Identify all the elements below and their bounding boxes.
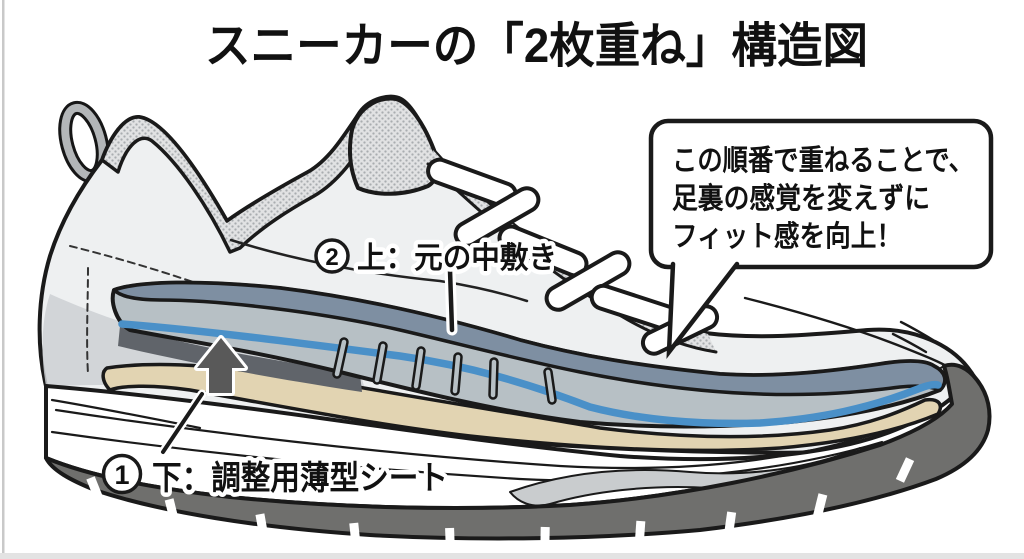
toe-seam-lines [743, 296, 952, 370]
sneaker-illustration [37, 94, 992, 553]
adjustment-sheet [101, 362, 943, 453]
label-bottom-sheet-text: 下：調整用薄型シート [152, 459, 448, 496]
quarter-seam-line [229, 238, 529, 303]
label-bottom-sheet-number: 1 [114, 460, 129, 490]
speech-bubble-tail-outline [666, 261, 740, 360]
speech-bubble: この順番で重ねることで、 足裏の感覚を変えずに フィット感を向上！ [648, 118, 994, 360]
label-bottom-sheet-circle [101, 453, 143, 495]
label-top-insole: 2 上：元の中敷き [314, 238, 562, 280]
label-top-insole-text: 上：元の中敷き [357, 242, 557, 275]
bubble-line-2: 足裏の感覚を変えずに [672, 181, 930, 215]
label-bottom-sheet: 1 下：調整用薄型シート [101, 453, 453, 501]
leader-line-bottom-sheet [158, 389, 207, 457]
bubble-line-3: フィット感を向上！ [672, 220, 902, 253]
leader-line-top-insole [444, 264, 458, 336]
insole-top-surface [112, 280, 947, 397]
speech-bubble-box [648, 118, 994, 270]
bubble-line-1: この順番で重ねることで、 [672, 144, 974, 177]
stack-up-arrow [194, 335, 248, 396]
label-top-insole-circle [314, 238, 350, 274]
insole-flex-slits [332, 337, 557, 405]
label-top-insole-number: 2 [325, 244, 338, 271]
insole-blue-trim [118, 320, 942, 428]
outsole [44, 362, 992, 541]
page-title: スニーカーの「2枚重ね」構造図 [205, 20, 868, 73]
outsole-tread-notches [86, 457, 915, 553]
left-edge-line [2, 0, 5, 559]
bottom-edge-bar [0, 553, 1024, 559]
shoelaces [426, 157, 720, 356]
heel-stitching [69, 245, 197, 375]
